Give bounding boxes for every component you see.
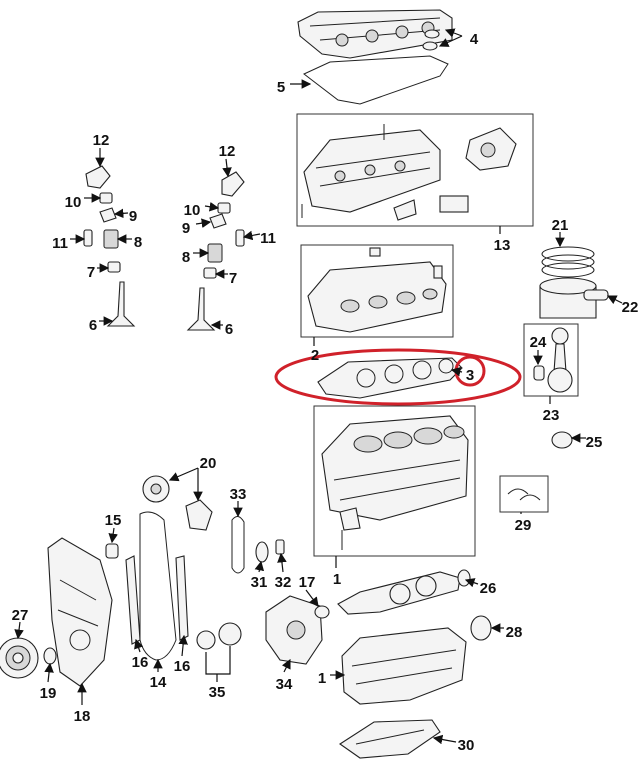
cam-sprocket: [142, 475, 213, 531]
callout-label-p6b: 6: [225, 321, 233, 338]
callout-label-p21: 21: [552, 217, 569, 234]
callout-label-p23: 23: [543, 407, 560, 424]
connecting-rod-box: [523, 323, 579, 397]
callout-label-p2: 2: [311, 347, 319, 364]
callout-label-p27: 27: [12, 607, 29, 624]
callout-label-p1a: 1: [333, 571, 341, 588]
callout-label-p7a: 7: [87, 264, 95, 281]
crank-pulley: [0, 637, 39, 679]
callout-label-p1b: 1: [318, 670, 326, 687]
tensioner-31: [255, 541, 269, 563]
engine-block: [321, 415, 469, 550]
callout-label-p26: 26: [480, 580, 497, 597]
callout-label-p29: 29: [515, 517, 532, 534]
head-gasket: [317, 357, 463, 399]
callout-label-p16b: 16: [174, 658, 191, 675]
rear-seal-28: [470, 615, 492, 641]
callout-label-p16a: 16: [132, 654, 149, 671]
callout-label-p32: 32: [275, 574, 292, 591]
callout-label-p12a: 12: [93, 132, 110, 149]
callout-label-p6a: 6: [89, 317, 97, 334]
valve-cover-gasket: [303, 55, 449, 105]
highlight-ellipse: [274, 348, 522, 406]
callout-label-p33: 33: [230, 486, 247, 503]
callout-label-p10a: 10: [65, 194, 82, 211]
main-bearing-box: [499, 475, 549, 513]
valve-cover: [297, 9, 453, 59]
piston-rings: [541, 246, 595, 278]
callout-label-p35: 35: [209, 684, 226, 701]
callout-label-p8a: 8: [134, 234, 142, 251]
chain-guide-left: [125, 555, 141, 645]
callout-label-p11a: 11: [52, 235, 68, 252]
callout-label-p30: 30: [458, 737, 475, 754]
callout-label-p4: 4: [470, 31, 479, 48]
callout-label-p19: 19: [40, 685, 57, 702]
cylinder-head-assembly-box: [296, 113, 534, 227]
callout-label-p15: 15: [105, 512, 122, 529]
callout-label-p9a: 9: [129, 208, 137, 225]
callout-label-p13: 13: [494, 237, 511, 254]
valve-train-right: [186, 171, 245, 331]
callout-label-p7b: 7: [229, 270, 237, 287]
callout-label-p9b: 9: [182, 220, 190, 237]
callout-label-p34: 34: [276, 676, 293, 693]
crankshaft: [337, 569, 471, 615]
bearing-25: [551, 431, 573, 449]
callout-label-p22: 22: [622, 299, 639, 316]
belt-33: [231, 516, 245, 574]
oil-pan-upper: [341, 627, 467, 705]
callout-label-p12b: 12: [219, 143, 236, 160]
cylinder-head: [307, 247, 447, 333]
gear-35a: [196, 630, 216, 650]
callout-label-p10b: 10: [184, 202, 201, 219]
chain-guide-right: [175, 555, 189, 641]
callout-label-p3: 3: [466, 367, 474, 384]
cylinder-head-box: [300, 244, 454, 338]
seal-17: [314, 605, 330, 619]
cylinder-head-upper: [301, 124, 517, 221]
timing-chain: [139, 511, 177, 661]
callout-label-p14: 14: [150, 674, 167, 691]
part-15: [105, 543, 119, 559]
oil-pan-lower: [339, 719, 441, 759]
valve-train-left: [83, 165, 136, 327]
callout-label-p20: 20: [200, 455, 217, 472]
callout-label-p17: 17: [299, 574, 316, 591]
callout-label-p5: 5: [277, 79, 285, 96]
oil-pump: [265, 595, 323, 665]
callout-label-p18: 18: [74, 708, 91, 725]
bolt-32: [275, 539, 285, 555]
callout-label-p31: 31: [251, 574, 268, 591]
engine-block-box: [313, 405, 476, 557]
piston: [539, 277, 609, 319]
gear-35b: [218, 622, 242, 646]
callout-label-p11b: 11: [260, 230, 276, 247]
main-bearings: [507, 488, 541, 501]
callout-label-p28: 28: [506, 624, 523, 641]
connecting-rod: [533, 327, 573, 393]
callout-label-p8b: 8: [182, 249, 190, 266]
timing-cover: [47, 537, 113, 687]
leader-lines: [14, 28, 623, 745]
callout-label-p24: 24: [530, 334, 547, 351]
callout-label-p25: 25: [586, 434, 603, 451]
seal-19: [43, 647, 57, 665]
